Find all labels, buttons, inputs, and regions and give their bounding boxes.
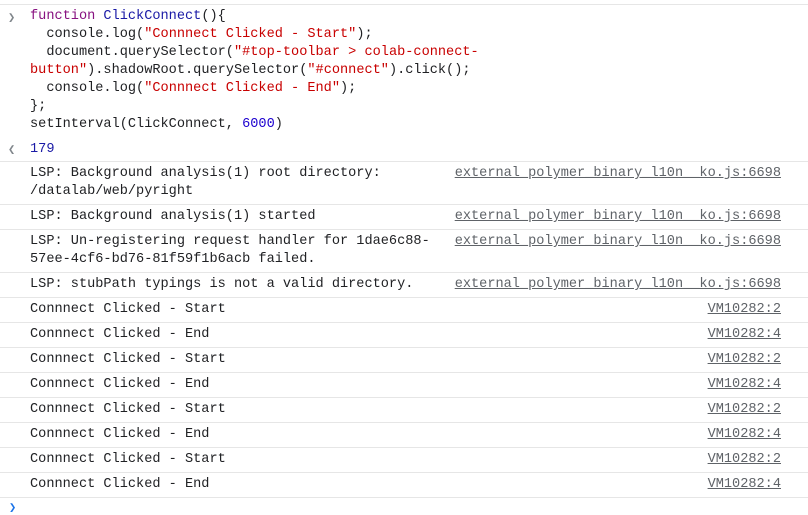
- code-token: 6000: [242, 117, 275, 132]
- code-token: setInterval(ClickConnect,: [30, 117, 243, 132]
- log-row: Connnect Clicked - Start VM10282:2: [0, 397, 808, 422]
- code-token: function: [30, 9, 104, 24]
- code-token: "Connnect Clicked - Start": [144, 27, 357, 42]
- log-row: Connnect Clicked - Start VM10282:2: [0, 297, 808, 322]
- chevron-right-icon: ❯: [8, 11, 16, 25]
- code-token: );: [340, 81, 357, 96]
- log-row: LSP: Un-registering request handler for …: [0, 229, 808, 272]
- log-row: Connnect Clicked - Start VM10282:2: [0, 447, 808, 472]
- code-token: "Connnect Clicked - End": [144, 81, 341, 96]
- code-token: ): [274, 117, 283, 132]
- log-message: Connnect Clicked - End: [30, 327, 210, 342]
- log-message: Connnect Clicked - End: [30, 427, 210, 442]
- log-source-link[interactable]: external_polymer_binary_l10n__ko.js:6698: [454, 166, 781, 181]
- code-token: ClickConnect: [103, 9, 202, 24]
- code-token: };: [30, 99, 47, 114]
- code-line: console.log("Connnect Clicked - End");: [30, 80, 479, 98]
- code-token: document.querySelector(: [30, 45, 234, 60]
- log-source-link[interactable]: VM10282:4: [707, 327, 781, 342]
- log-message: Connnect Clicked - Start: [30, 402, 226, 417]
- code-line: setInterval(ClickConnect, 6000): [30, 116, 479, 134]
- log-message: Connnect Clicked - Start: [30, 452, 226, 467]
- log-source-link[interactable]: VM10282:2: [707, 302, 781, 317]
- log-row: LSP: stubPath typings is not a valid dir…: [0, 272, 808, 297]
- log-source-link[interactable]: VM10282:4: [707, 377, 781, 392]
- log-source-link[interactable]: VM10282:4: [707, 427, 781, 442]
- code-token: ).click();: [388, 63, 471, 78]
- console-log-list: LSP: Background analysis(1) root directo…: [0, 161, 808, 498]
- log-source-link[interactable]: VM10282:2: [707, 402, 781, 417]
- code-line: console.log("Connnect Clicked - Start");: [30, 26, 479, 44]
- code-token: console.log(: [30, 81, 145, 96]
- log-message: LSP: Un-registering request handler for …: [30, 234, 430, 267]
- log-source-link[interactable]: external_polymer_binary_l10n__ko.js:6698: [454, 209, 781, 224]
- code-token: );: [356, 27, 373, 42]
- log-row: LSP: Background analysis(1) started exter…: [0, 204, 808, 229]
- code-token: "#top-toolbar > colab-connect-: [233, 45, 479, 60]
- log-message: LSP: Background analysis(1) root directo…: [30, 166, 381, 199]
- log-source-link[interactable]: external_polymer_binary_l10n__ko.js:6698: [454, 277, 781, 292]
- code-block: function ClickConnect(){ console.log("Co…: [30, 8, 479, 134]
- log-message: LSP: Background analysis(1) started: [30, 209, 316, 224]
- log-message: Connnect Clicked - Start: [30, 352, 226, 367]
- code-line: function ClickConnect(){: [30, 8, 479, 26]
- code-token: ).shadowRoot.querySelector(: [87, 63, 308, 78]
- log-message: Connnect Clicked - End: [30, 377, 210, 392]
- log-message: Connnect Clicked - Start: [30, 302, 226, 317]
- result-value: 179: [30, 142, 55, 157]
- log-message: Connnect Clicked - End: [30, 477, 210, 492]
- log-row: LSP: Background analysis(1) root directo…: [0, 161, 808, 204]
- code-token: (){: [201, 9, 226, 24]
- console-result: ❮ 179: [0, 140, 808, 160]
- log-source-link[interactable]: VM10282:4: [707, 477, 781, 492]
- code-line: };: [30, 98, 479, 116]
- code-line: document.querySelector("#top-toolbar > c…: [30, 44, 479, 62]
- chevron-left-icon: ❮: [8, 143, 16, 157]
- log-source-link[interactable]: VM10282:2: [707, 452, 781, 467]
- log-row: Connnect Clicked - End VM10282:4: [0, 422, 808, 447]
- code-token: button": [30, 63, 88, 78]
- console-prompt-icon[interactable]: ❯: [9, 501, 17, 515]
- log-source-link[interactable]: VM10282:2: [707, 352, 781, 367]
- log-row: Connnect Clicked - End VM10282:4: [0, 372, 808, 397]
- log-source-link[interactable]: external_polymer_binary_l10n__ko.js:6698: [454, 234, 781, 249]
- log-row: Connnect Clicked - End VM10282:4: [0, 322, 808, 347]
- log-row: Connnect Clicked - Start VM10282:2: [0, 347, 808, 372]
- log-message: LSP: stubPath typings is not a valid dir…: [30, 277, 414, 292]
- code-line: button").shadowRoot.querySelector("#conn…: [30, 62, 479, 80]
- code-token: console.log(: [30, 27, 145, 42]
- divider: [0, 4, 808, 5]
- code-token: "#connect": [307, 63, 389, 78]
- log-row: Connnect Clicked - End VM10282:4: [0, 472, 808, 498]
